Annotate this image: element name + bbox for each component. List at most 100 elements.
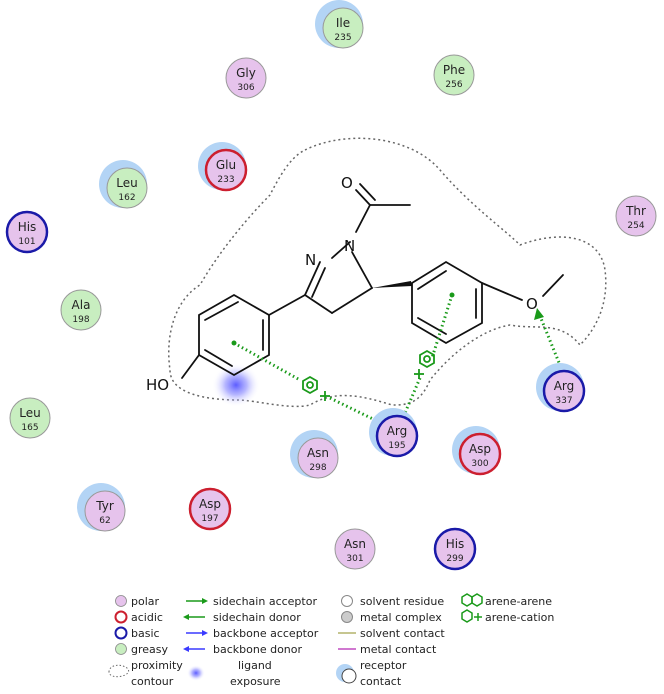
legend-greasy-label: greasy: [131, 643, 169, 656]
residue-disc: [334, 528, 376, 570]
legend-solvent-residue-label: solvent residue: [360, 595, 444, 608]
atom-label-carbonyl-oxygen: O: [341, 174, 353, 192]
residue-disc: [433, 527, 477, 571]
residue-thr-254: Thr 254: [615, 195, 657, 237]
legend-arene-arene-label: arene-arene: [485, 595, 552, 608]
arene-cation-icon: [461, 609, 482, 623]
residue-number: 300: [471, 459, 488, 469]
residue-disc: [5, 210, 49, 254]
residue-number: 62: [99, 516, 110, 526]
residue-name: Phe: [443, 63, 465, 77]
residue-disc: [60, 289, 102, 331]
residue-name: Ala: [72, 298, 91, 312]
wedge-bond: [372, 281, 412, 288]
residue-number: 162: [118, 193, 135, 203]
residue-number: 301: [346, 554, 363, 564]
arene-cation-marker-2: [414, 349, 435, 379]
residue-name: Thr: [625, 204, 646, 218]
residue-disc: [542, 369, 586, 413]
legend-sidechain-donor-label: sidechain donor: [213, 611, 301, 624]
residue-asn-298: Asn 298: [290, 430, 339, 479]
residue-arg-195: Arg 195: [369, 408, 419, 458]
legend-basic-label: basic: [131, 627, 160, 640]
residue-name: Glu: [216, 158, 236, 172]
proximity-contour: [168, 137, 607, 408]
residue-name: Asn: [307, 446, 329, 460]
residue-ile-235: Ile 235: [315, 0, 364, 49]
residue-disc: [106, 167, 148, 209]
arrowhead-icon: [183, 614, 189, 620]
residue-number: 254: [627, 221, 644, 231]
legend-contact-label: contact: [360, 675, 402, 688]
residue-phe-256: Phe 256: [433, 54, 475, 96]
residue-number: 233: [217, 175, 234, 185]
residue-number: 256: [445, 80, 462, 90]
residue-number: 195: [388, 441, 405, 451]
residue-name: Arg: [554, 379, 575, 393]
residue-leu-162: Leu 162: [99, 160, 148, 209]
centroid-dot-methoxyphenyl: [449, 292, 455, 298]
residue-disc: [615, 195, 657, 237]
legend-solvent-residue-swatch: [341, 595, 353, 607]
legend-metal-complex-label: metal complex: [360, 611, 442, 624]
residue-number: 235: [334, 33, 351, 43]
legend-polar-label: polar: [131, 595, 160, 608]
residue-name: Tyr: [95, 499, 114, 513]
legend-metal-contact-label: metal contact: [360, 643, 437, 656]
residue-number: 198: [72, 315, 89, 325]
legend-contour-label: contour: [131, 675, 174, 688]
residue-asn-301: Asn 301: [334, 528, 376, 570]
residue-name: His: [446, 537, 465, 551]
legend-sidechain-acceptor-label: sidechain acceptor: [213, 595, 317, 608]
residue-name: Asn: [344, 537, 366, 551]
arrowhead-icon: [202, 598, 208, 604]
ligand-exposure-spot: [212, 363, 260, 407]
legend-greasy-swatch: [115, 643, 127, 655]
residue-number: 101: [18, 237, 35, 247]
residue-glu-233: Glu 233: [198, 142, 248, 192]
residue-disc: [297, 437, 339, 479]
residue-number: 298: [309, 463, 326, 473]
arene-arene-icon: [461, 593, 483, 607]
residue-name: Asp: [469, 442, 491, 456]
residue-disc: [458, 432, 502, 476]
legend-polar-swatch: [115, 595, 127, 607]
atom-label-n2: N: [305, 251, 316, 269]
legend-metal-complex-swatch: [341, 611, 353, 623]
residue-disc: [225, 57, 267, 99]
atom-label-methoxy-oxygen: O: [526, 295, 538, 313]
residue-asp-300: Asp 300: [452, 426, 502, 476]
legend-solvent-contact-label: solvent contact: [360, 627, 445, 640]
residue-asp-197: Asp 197: [188, 487, 232, 531]
legend-acidic-swatch: [114, 610, 128, 624]
residue-name: Arg: [387, 424, 408, 438]
residue-disc: [204, 148, 248, 192]
residue-disc: [188, 487, 232, 531]
residue-number: 306: [237, 83, 254, 93]
residue-leu-165: Leu 165: [9, 397, 51, 439]
legend-arene-cation-label: arene-cation: [485, 611, 554, 624]
residue-name: Asp: [199, 497, 221, 511]
legend-proximity-label: proximity: [131, 659, 183, 672]
atom-label-hydroxyl: HO: [146, 376, 169, 394]
atom-label-n1: N: [344, 237, 355, 255]
legend-contour-swatch: [108, 664, 130, 678]
residue-name: Ile: [336, 16, 350, 30]
legend-receptor-label: receptor: [360, 659, 407, 672]
ligand-structure: [181, 183, 564, 379]
residue-number: 165: [21, 423, 38, 433]
residue-number: 299: [446, 554, 463, 564]
interactions: [233, 294, 566, 422]
legend-backbone-donor-label: backbone donor: [213, 643, 303, 656]
residue-ala-198: Ala 198: [60, 289, 102, 331]
legend-receptor-contact-swatch: [341, 668, 357, 684]
legend-backbone-acceptor-label: backbone acceptor: [213, 627, 319, 640]
residue-name: Leu: [116, 176, 137, 190]
residue-disc: [322, 7, 364, 49]
residue-name: Leu: [19, 406, 40, 420]
residue-number: 197: [201, 514, 218, 524]
legend-basic-swatch: [114, 626, 128, 640]
arene-cation-marker-1: [302, 375, 330, 401]
